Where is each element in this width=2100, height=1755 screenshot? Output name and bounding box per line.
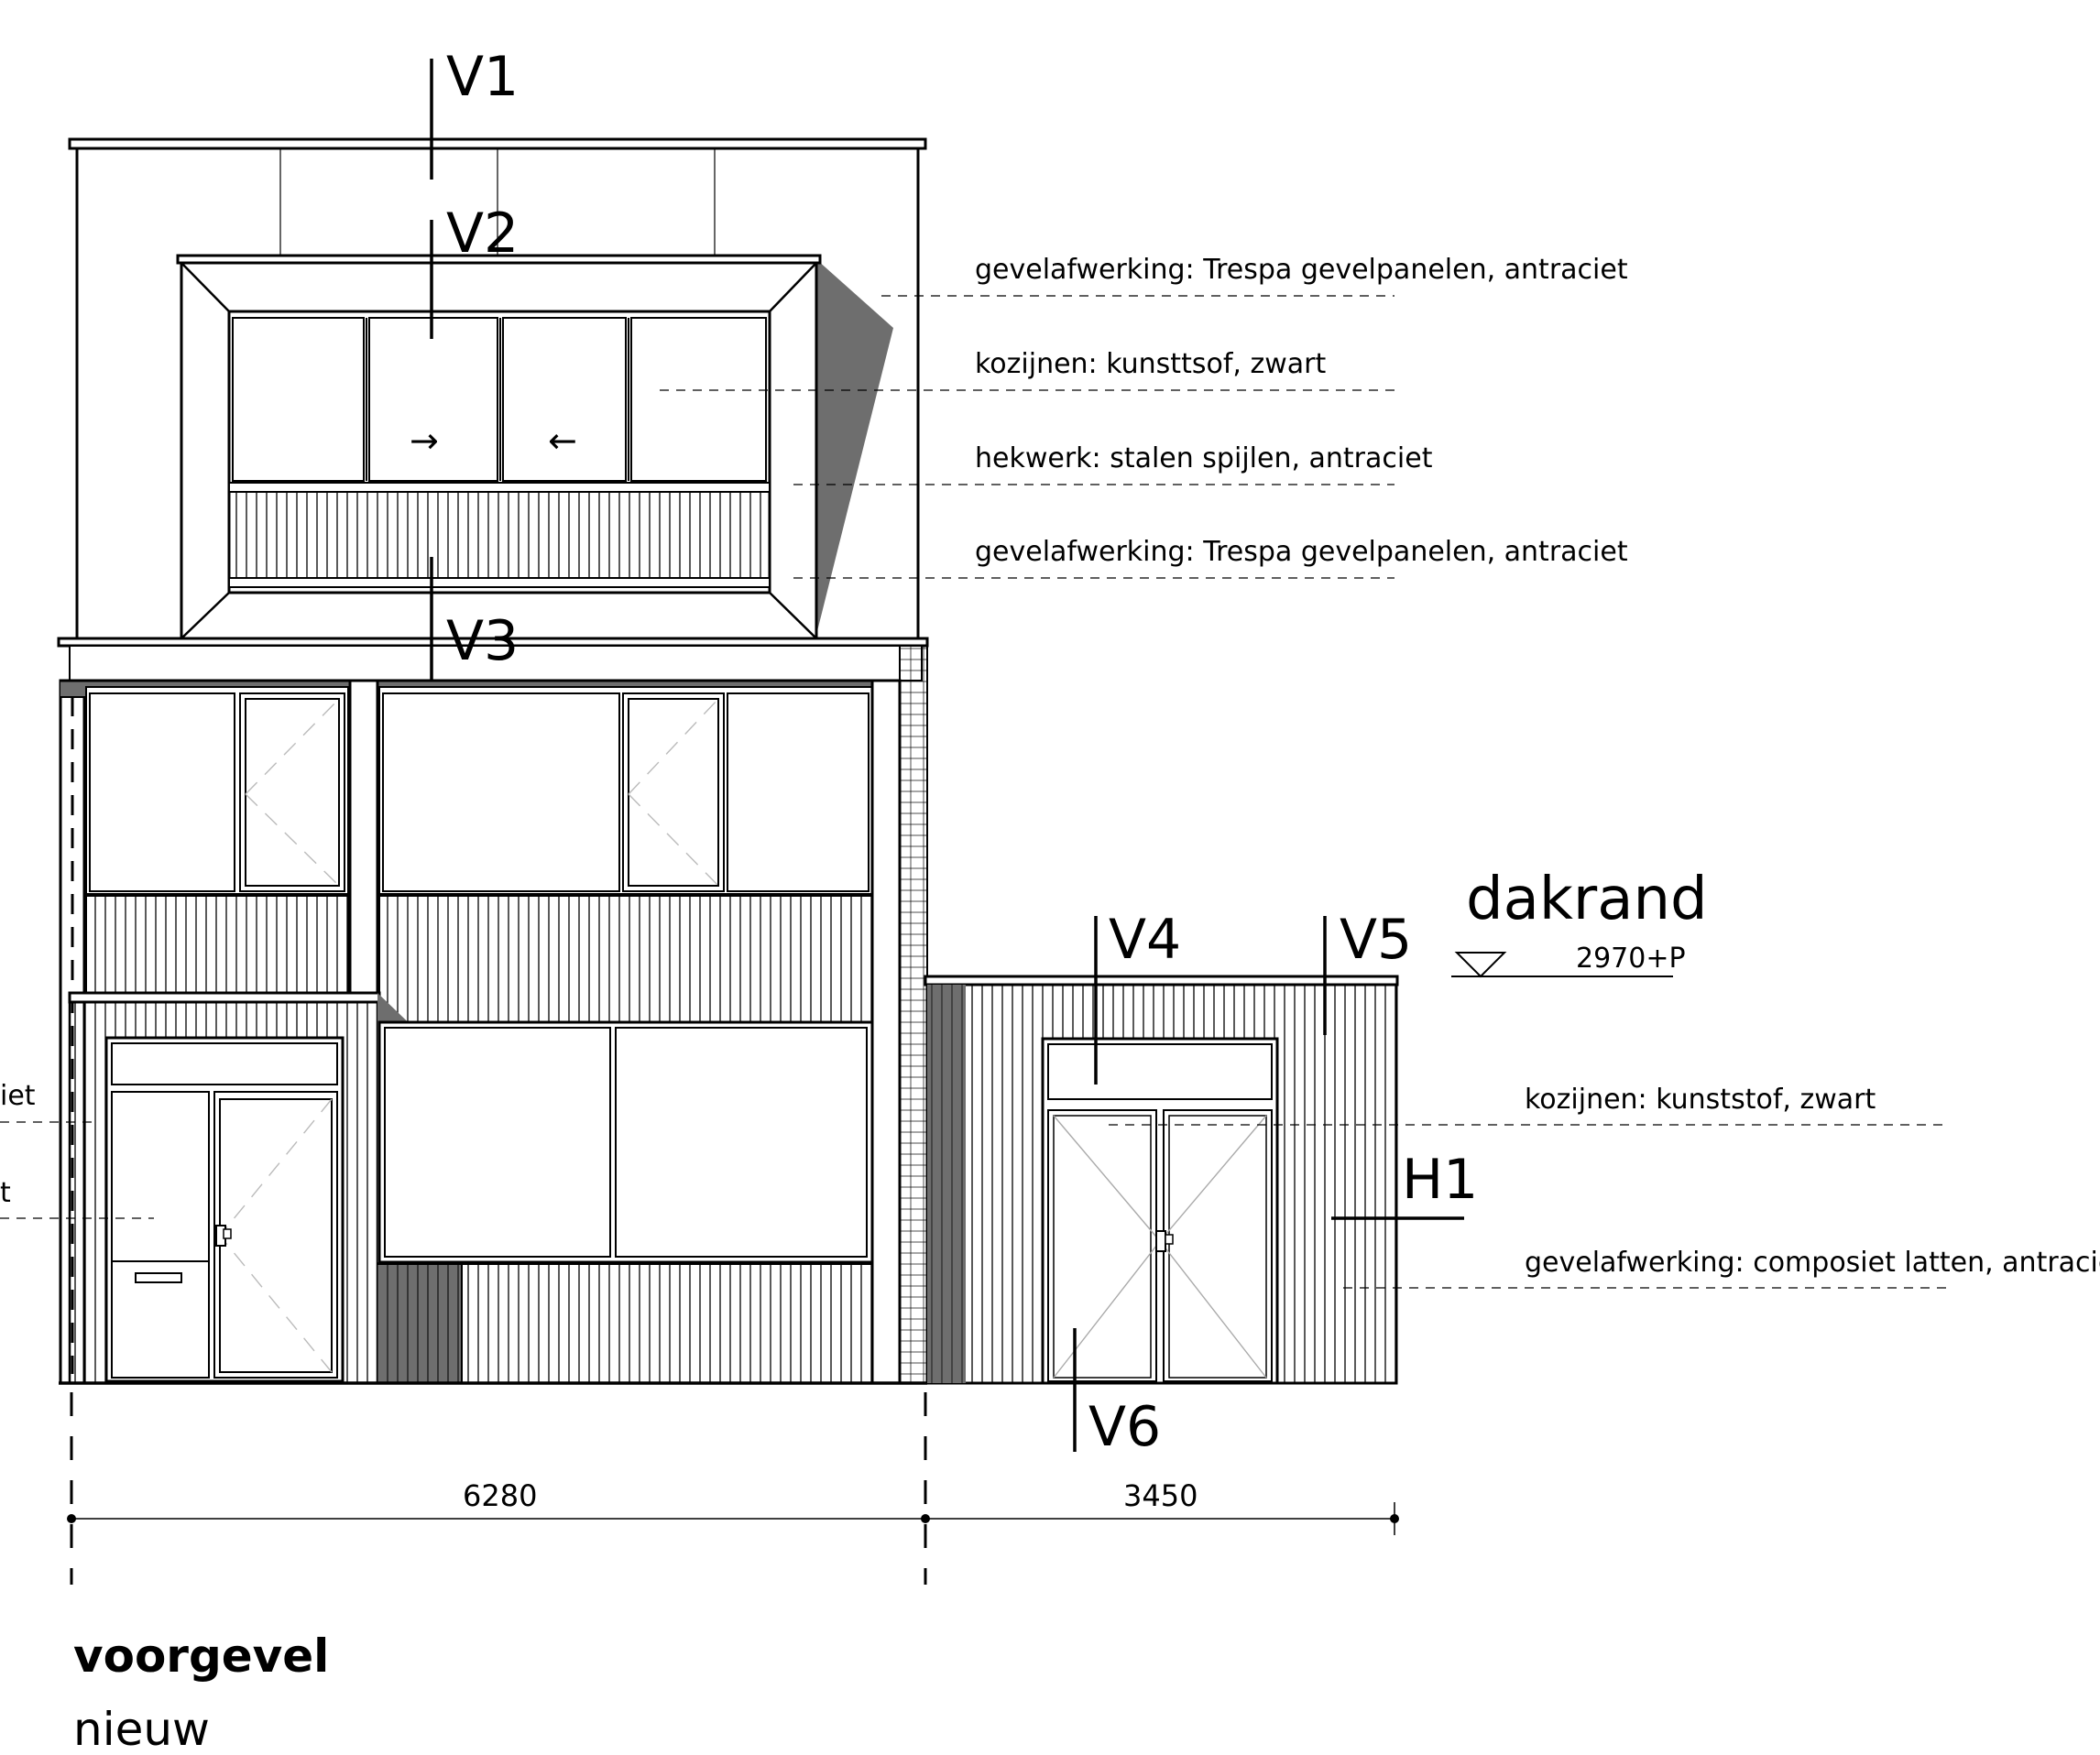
note-facade-mid: gevelafwerking: Trespa gevelpanelen, ant… xyxy=(975,536,1628,568)
upper-storey: → ← xyxy=(57,137,929,681)
slide-arrow-left: ← xyxy=(548,420,577,461)
slide-arrow-right: → xyxy=(410,420,439,461)
drawing-subtitle: nieuw xyxy=(73,1703,210,1755)
dormer-windows xyxy=(232,317,767,482)
note-frames-annex: kozijnen: kunststof, zwart xyxy=(1525,1084,1876,1116)
marker-v1: V1 xyxy=(446,45,519,109)
marker-v4: V4 xyxy=(1109,908,1181,972)
note-cut-left-2: t xyxy=(0,1177,11,1209)
note-facade-annex: gevelafwerking: composiet latten, antrac… xyxy=(1525,1247,2100,1279)
note-frames-top: kozijnen: kunsttsof, zwart xyxy=(975,348,1326,380)
level-label: dakrand xyxy=(1466,866,1708,933)
marker-v6: V6 xyxy=(1088,1395,1161,1459)
note-railing: hekwerk: stalen spijlen, antraciet xyxy=(975,442,1433,474)
level-mark: dakrand 2970+P xyxy=(1451,866,1708,978)
ground-storey xyxy=(59,645,928,1385)
dimension-annex-width: 3450 xyxy=(1123,1478,1198,1513)
dormer-railing xyxy=(228,491,771,579)
level-value: 2970+P xyxy=(1576,943,1686,975)
note-cut-left-1: iet xyxy=(0,1080,36,1112)
note-facade-top: gevelafwerking: Trespa gevelpanelen, ant… xyxy=(975,254,1628,286)
annex xyxy=(924,975,1399,1385)
section-markers xyxy=(430,59,1464,1452)
window-first-floor-left xyxy=(85,686,349,895)
dimension-lines xyxy=(70,1392,927,1585)
marker-v2: V2 xyxy=(446,202,519,266)
window-first-floor-right xyxy=(378,686,873,895)
marker-v3: V3 xyxy=(446,609,519,673)
front-door[interactable] xyxy=(104,1036,345,1383)
dimension-main-width: 6280 xyxy=(463,1478,537,1513)
window-ground-floor xyxy=(377,1020,874,1264)
annotation-leaders xyxy=(0,295,1948,1289)
shadow-dormer xyxy=(815,260,893,638)
marker-v5: V5 xyxy=(1340,908,1412,972)
level-triangle-icon xyxy=(1454,952,1507,978)
brick-pier xyxy=(899,645,928,1384)
drawing-title: voorgevel xyxy=(73,1630,329,1683)
marker-h1: H1 xyxy=(1402,1148,1478,1212)
annex-double-door[interactable] xyxy=(1041,1037,1279,1385)
